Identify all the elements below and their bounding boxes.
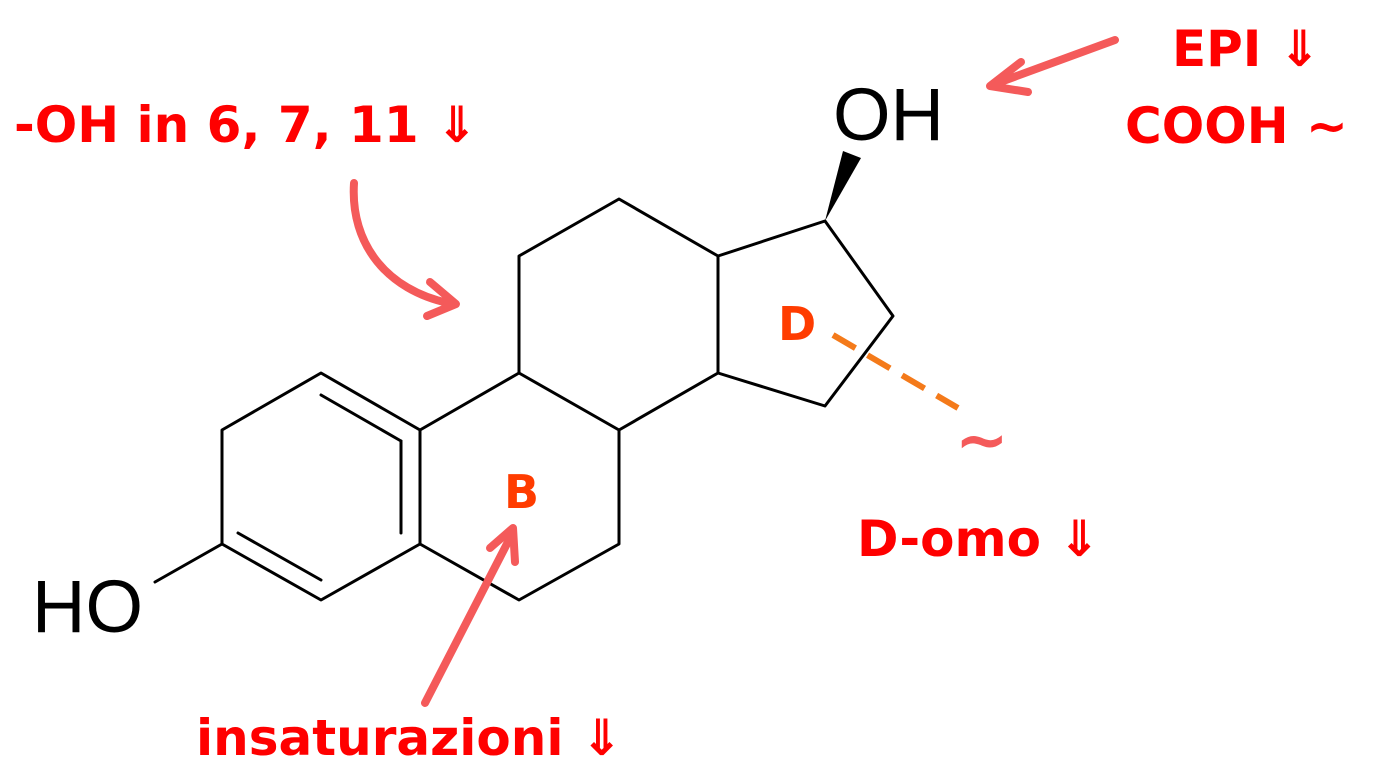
hydroxyl-arrow-head xyxy=(423,278,460,320)
ring-a-double-bond-3 xyxy=(236,531,323,582)
ring-a-double-bond-1 xyxy=(319,393,403,443)
cooh-note: COOH ~ xyxy=(1125,97,1348,155)
hydroxyl-arrow-shaft xyxy=(349,179,452,307)
ring-d xyxy=(716,219,895,408)
ring-d-dashed-bond xyxy=(831,332,960,411)
epi-arrow-shaft xyxy=(991,36,1119,88)
wedge-bond-c17-oh xyxy=(825,151,861,221)
ring-c xyxy=(517,197,720,432)
atom-oh-17: OH xyxy=(833,73,944,156)
ring-b-label: B xyxy=(504,465,539,519)
ring-a xyxy=(220,371,422,602)
unsaturation-arrow-head xyxy=(486,524,519,566)
epi-note: EPI ⇓ xyxy=(1172,20,1321,78)
d-homo-note: D-omo ⇓ xyxy=(857,510,1100,568)
molecule-skeleton xyxy=(153,197,895,602)
annotation-arrows xyxy=(349,36,1119,707)
unsaturation-arrow-shaft xyxy=(421,532,515,707)
epi-arrow-head xyxy=(986,58,1032,96)
ring-b xyxy=(418,371,621,602)
bond-c3-o xyxy=(153,542,224,584)
ring-d-label: D xyxy=(778,297,816,351)
atom-ho-3: HO xyxy=(32,565,143,648)
hydroxyl-positions-note: -OH in 6, 7, 11 ⇓ xyxy=(14,96,478,154)
unsaturations-note: insaturazioni ⇓ xyxy=(196,709,623,767)
d-ring-tilde: ~ xyxy=(955,404,1009,478)
